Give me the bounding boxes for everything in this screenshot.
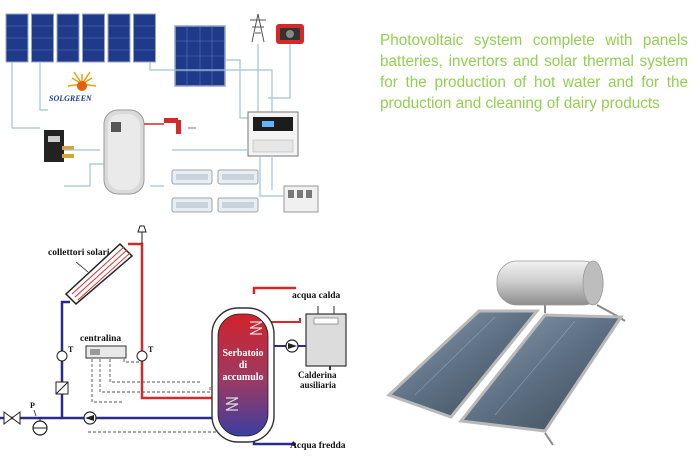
- solgreen-logo: SOLGREEN: [49, 71, 97, 103]
- inverter-unit: [247, 111, 299, 157]
- pv-system-svg: SOLGREEN: [5, 13, 319, 213]
- heater-svg: [386, 260, 626, 446]
- generator-icon: [276, 24, 304, 44]
- auxiliary-boiler: [305, 306, 347, 367]
- electric-panel-board: [283, 185, 319, 213]
- pv-panel: [56, 13, 80, 63]
- controller-box: [85, 345, 127, 359]
- pv-panel: [5, 13, 29, 63]
- pv-system-illustration: SOLGREEN: [0, 0, 355, 222]
- valve-left: [3, 411, 21, 425]
- svg-text:T: T: [148, 345, 154, 354]
- flat-collector-2: [458, 313, 624, 433]
- storage-tank: Serbatoio di accumulo: [211, 307, 275, 443]
- battery-icon: [217, 197, 259, 213]
- label-calderina-1: Calderina: [298, 370, 337, 380]
- pv-panel: [31, 13, 54, 63]
- label-acqua-fredda: Acqua fredda: [290, 441, 346, 451]
- label-centralina: centralina: [80, 334, 121, 344]
- pv-panel: [107, 13, 131, 63]
- flat-collector-1: [386, 309, 541, 419]
- schematic-svg: collettori solari: [0, 225, 347, 451]
- hot-circuit-pipe: [128, 242, 296, 400]
- pv-panel: [133, 13, 156, 63]
- battery-icon: [171, 169, 213, 185]
- battery-bank: [171, 169, 259, 213]
- water-tap-icon: [144, 118, 196, 134]
- battery-icon: [171, 197, 213, 213]
- air-vent-icon: [137, 225, 147, 244]
- label-acqua-calda: acqua calda: [292, 291, 341, 301]
- check-valve: [55, 381, 69, 395]
- pv-panel-large: [174, 25, 226, 87]
- pv-panel-array: [5, 13, 156, 63]
- expansion-vessel: [32, 418, 48, 436]
- control-wires: [88, 354, 220, 433]
- pv-panel: [82, 13, 105, 63]
- headline-text: Photovoltaic system complete with panels…: [380, 32, 688, 112]
- solar-water-heater-photo: [385, 255, 700, 456]
- thermometer-left: T: [56, 345, 74, 362]
- storage-cylinder: [496, 260, 604, 306]
- svg-text:P: P: [30, 401, 35, 410]
- tank-label-2: di: [239, 360, 248, 371]
- pump-station: [44, 130, 74, 162]
- battery-icon: [217, 169, 259, 185]
- label-collettori: collettori solari: [48, 248, 110, 258]
- power-pylon-icon: [250, 13, 266, 43]
- logo-text: SOLGREEN: [49, 94, 93, 103]
- tank-label-1: Serbatoio: [222, 348, 263, 359]
- solar-thermal-schematic: collettori solari: [0, 222, 360, 456]
- tank-label-3: accumulo: [222, 372, 263, 383]
- boiler-pump: [285, 339, 299, 353]
- circulation-pump: [83, 411, 97, 425]
- hot-water-boiler: [103, 109, 145, 195]
- svg-text:T: T: [68, 345, 74, 354]
- pressure-gauge: P: [30, 401, 37, 417]
- solar-collector-panel: [64, 242, 134, 306]
- label-calderina-2: ausiliaria: [300, 380, 337, 390]
- thermometer-right: T: [136, 345, 154, 362]
